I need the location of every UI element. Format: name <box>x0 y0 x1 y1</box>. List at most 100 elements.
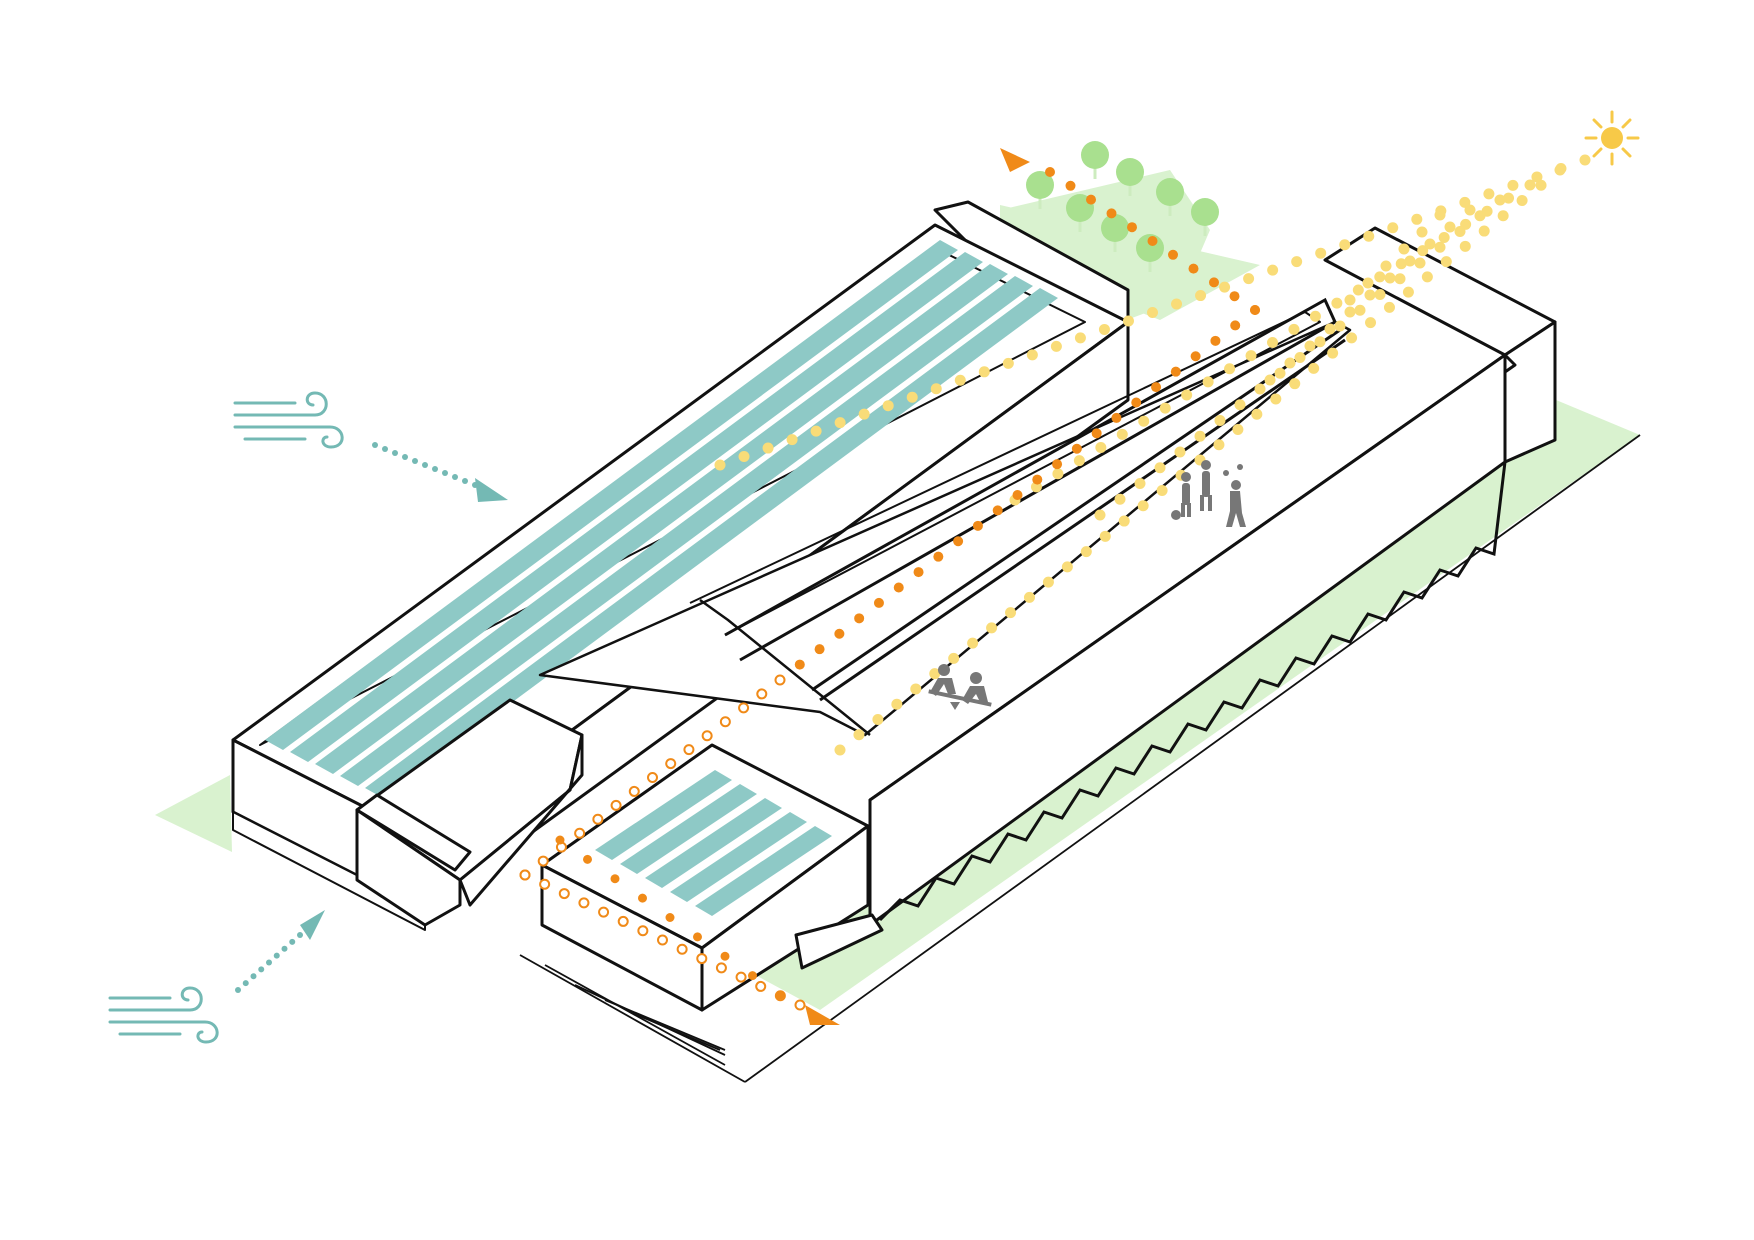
circulation-dot <box>992 505 1003 516</box>
south-building-side <box>700 824 870 1012</box>
circulation-dot <box>719 716 731 728</box>
sunlight-dot <box>1404 255 1416 267</box>
sunlight-dot <box>1138 415 1150 427</box>
sunlight-dot <box>1147 307 1158 318</box>
circulation-dot <box>1012 490 1023 500</box>
sunlight-dot <box>1444 221 1456 233</box>
sunlight-dot <box>1411 213 1423 225</box>
sunlight-dot <box>1050 340 1062 352</box>
sunlight-dot <box>1416 226 1428 238</box>
sunlight-dot <box>1459 240 1471 252</box>
sunlight-dot <box>1002 357 1014 369</box>
wind-dot <box>289 938 296 945</box>
sunlight-dot <box>762 442 774 454</box>
circulation-dot <box>756 688 768 700</box>
sunlight-dot <box>1362 277 1374 289</box>
sunlight-dot <box>1005 607 1017 619</box>
sunlight-dot <box>1061 561 1073 573</box>
sunlight-dot <box>1122 315 1134 327</box>
circulation-dot <box>665 913 675 922</box>
ground-line <box>744 434 1641 1083</box>
sunlight-dot <box>1251 408 1263 420</box>
sunlight-dot <box>714 459 726 471</box>
wind-dot <box>452 474 458 480</box>
sunlight-dot <box>1288 323 1300 335</box>
wind-dot <box>402 454 408 460</box>
sunlight-dot <box>1267 264 1279 276</box>
circulation-dot <box>1131 397 1142 408</box>
sunlight-dot <box>1352 284 1364 296</box>
sunlight-dot <box>978 366 990 378</box>
sunlight-dot <box>1483 188 1495 200</box>
sunlight-dot <box>967 637 979 649</box>
courtyard-wall-line-2 <box>811 328 1341 692</box>
sunlight-dot <box>1171 298 1183 310</box>
tree-icon <box>1116 158 1144 196</box>
solar-panel <box>695 826 832 916</box>
sunlight-dot <box>910 683 922 695</box>
circulation-dot <box>1065 180 1076 191</box>
sunlight-dot <box>1387 222 1399 234</box>
wind-arrows <box>235 442 508 993</box>
courtyard-wall-line-3 <box>819 338 1346 702</box>
entrance-side <box>458 733 584 907</box>
circulation-dot <box>647 772 658 783</box>
sunlight-dot <box>1023 591 1035 603</box>
sunlight-dot <box>1314 336 1326 348</box>
sunlight-dot <box>1308 362 1320 374</box>
sunlight-dot <box>1098 323 1110 335</box>
circulation-dot <box>1106 208 1117 219</box>
sunlight-dot <box>1194 430 1206 442</box>
sunlight-dot <box>1414 257 1426 269</box>
sunlight-dot <box>1264 374 1276 386</box>
circulation-dot <box>537 855 549 867</box>
sunlight-dot <box>882 400 894 412</box>
sunlight-dot <box>834 744 846 756</box>
east-building <box>868 226 1557 927</box>
sunlight-dot <box>1118 515 1130 527</box>
sunlight-dot <box>1159 402 1171 414</box>
sunlight-dot <box>1156 485 1168 497</box>
circulation-dot <box>774 674 786 686</box>
circulation-dot <box>1230 320 1241 331</box>
sunlight-dot <box>1052 468 1064 480</box>
sunlight-dot <box>1579 154 1591 166</box>
sunlight-dot <box>1374 289 1386 300</box>
ground-lines-south <box>519 434 1641 1083</box>
circulation-dot <box>578 897 590 909</box>
sunlight-dot <box>1289 378 1301 390</box>
circulation-dot <box>755 980 767 992</box>
sunlight-dot <box>1154 462 1166 474</box>
sunlight-dot <box>891 698 903 710</box>
circulation-dot <box>1168 249 1178 260</box>
sunlight-dot <box>1080 546 1092 558</box>
sunlight-dot <box>1478 225 1490 237</box>
circulation-dot <box>610 799 622 811</box>
stepped-facade <box>878 461 1507 922</box>
people-playing-icon <box>1171 460 1246 527</box>
tree-icon <box>1156 178 1184 216</box>
circulation-dot <box>748 971 757 981</box>
sunlight-dot <box>1374 271 1386 283</box>
circulation-dot <box>834 628 845 639</box>
sunlight-dot <box>1494 194 1506 206</box>
sunlight-dot <box>1134 478 1146 489</box>
circulation-dot <box>598 906 610 918</box>
sunlight-dot <box>786 434 798 446</box>
circulation-dot <box>794 659 805 670</box>
sunlight-dot <box>1315 247 1327 259</box>
wind-dot <box>442 470 448 476</box>
ground-plane-trees <box>1000 205 1260 320</box>
sunlight-dot <box>1304 340 1316 352</box>
sunlight-dot <box>1535 179 1547 191</box>
sunlight-dot <box>1417 245 1429 257</box>
sunlight-dot <box>1274 367 1286 379</box>
sunlight-dot <box>1254 383 1266 395</box>
circulation-dot <box>592 813 604 825</box>
circulation-dot <box>913 567 924 578</box>
sunlight-dot <box>1219 281 1231 293</box>
sunlight-dot <box>1137 500 1149 512</box>
wind-dot <box>392 450 398 456</box>
circulation-dot <box>1045 167 1055 177</box>
